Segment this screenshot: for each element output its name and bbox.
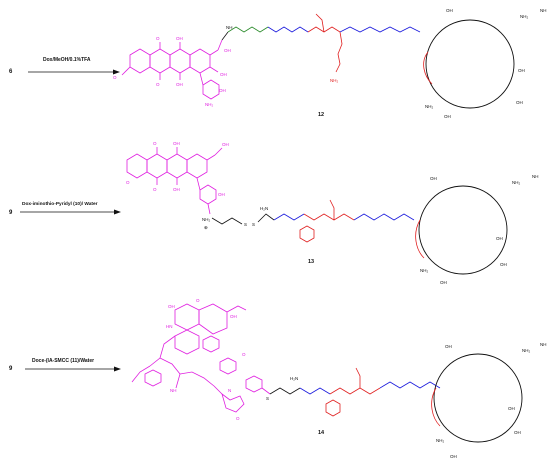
svg-text:⊕: ⊕ bbox=[204, 225, 208, 230]
svg-text:OH: OH bbox=[218, 192, 225, 197]
svg-text:NH: NH bbox=[540, 342, 547, 347]
svg-text:H₂N: H₂N bbox=[290, 376, 298, 381]
svg-text:O: O bbox=[242, 352, 246, 357]
svg-text:NH₂: NH₂ bbox=[205, 102, 213, 107]
arrowhead-icon bbox=[114, 366, 121, 372]
reaction-row-3: 9 Doce-(IA-SMCC (11)/Water OH O OH HN bbox=[9, 298, 547, 459]
reactant-label-6: 6 bbox=[9, 69, 13, 75]
svg-text:NH₂: NH₂ bbox=[425, 104, 433, 109]
svg-text:NH₂: NH₂ bbox=[420, 268, 428, 273]
svg-text:OH: OH bbox=[230, 314, 237, 319]
docetaxel-moiety bbox=[131, 303, 271, 413]
reaction-row-1: 6 Dox/MeOH/0.1%TFA O OH O OH OH OH O NH₂ bbox=[9, 8, 547, 119]
cyclic-peptide-ring bbox=[425, 19, 515, 109]
product-label-12: 12 bbox=[318, 112, 324, 118]
svg-text:O: O bbox=[153, 141, 157, 146]
svg-text:NH: NH bbox=[540, 8, 547, 13]
svg-text:OH: OH bbox=[445, 344, 452, 349]
svg-text:OH: OH bbox=[446, 8, 453, 13]
svg-text:O: O bbox=[236, 416, 240, 421]
val-cit-dipeptide bbox=[307, 26, 341, 33]
aminohexanoyl-spacer bbox=[379, 381, 441, 389]
svg-text:OH: OH bbox=[176, 82, 183, 87]
arrowhead-icon bbox=[113, 69, 120, 75]
svg-text:HN: HN bbox=[166, 324, 173, 329]
svg-text:OH: OH bbox=[500, 262, 507, 267]
svg-text:OH: OH bbox=[440, 280, 447, 285]
svg-text:S: S bbox=[266, 396, 269, 401]
smcc-linker bbox=[269, 387, 301, 395]
svg-text:NH₂: NH₂ bbox=[202, 217, 210, 222]
doxorubicin-moiety bbox=[126, 147, 223, 215]
reactant-label-9: 9 bbox=[9, 210, 13, 216]
svg-text:OH: OH bbox=[450, 454, 457, 459]
svg-text:NH₂: NH₂ bbox=[522, 348, 530, 353]
reaction-conditions-3: Doce-(IA-SMCC (11)/Water bbox=[32, 358, 94, 364]
svg-text:NH: NH bbox=[226, 25, 233, 30]
cyclic-peptide-ring bbox=[418, 185, 508, 275]
svg-text:NH: NH bbox=[170, 388, 177, 393]
svg-text:O: O bbox=[113, 75, 117, 80]
svg-text:H₂N: H₂N bbox=[260, 206, 268, 211]
gly-gly-spacer bbox=[267, 26, 309, 33]
svg-text:OH: OH bbox=[222, 142, 229, 147]
svg-text:OH: OH bbox=[496, 236, 503, 241]
svg-text:OH: OH bbox=[173, 141, 180, 146]
svg-text:N: N bbox=[228, 388, 231, 393]
glutaryl-linker bbox=[227, 26, 269, 33]
reaction-conditions-1: Dox/MeOH/0.1%TFA bbox=[43, 57, 91, 63]
cyclic-peptide-ring bbox=[433, 353, 523, 443]
dox-atom-labels: O OH O OH OH OH O NH₂ OH bbox=[113, 36, 231, 107]
svg-text:OH: OH bbox=[444, 114, 451, 119]
svg-text:OH: OH bbox=[518, 68, 525, 73]
product-label-14: 14 bbox=[318, 430, 325, 436]
svg-text:S: S bbox=[252, 222, 255, 227]
svg-text:NH: NH bbox=[532, 174, 539, 179]
svg-text:OH: OH bbox=[516, 100, 523, 105]
svg-text:OH: OH bbox=[220, 72, 227, 77]
reactant-label-9b: 9 bbox=[9, 366, 13, 372]
svg-text:OH: OH bbox=[173, 187, 180, 192]
aminohexanoyl-spacer bbox=[353, 213, 415, 221]
reaction-row-2: 9 Dox-iminothio-Pyridyl (10)/ Water O OH… bbox=[9, 141, 539, 285]
svg-text:NH₂: NH₂ bbox=[520, 14, 528, 19]
svg-text:OH: OH bbox=[224, 48, 231, 53]
gly-spacer bbox=[273, 213, 305, 221]
svg-text:NH₂: NH₂ bbox=[330, 78, 338, 83]
svg-text:OH: OH bbox=[514, 430, 521, 435]
svg-text:O: O bbox=[196, 298, 200, 303]
svg-text:O: O bbox=[156, 36, 160, 41]
svg-text:OH: OH bbox=[219, 88, 226, 93]
phe-leu-dipeptide bbox=[329, 387, 381, 395]
svg-text:O: O bbox=[156, 82, 160, 87]
gly-spacer bbox=[299, 387, 331, 395]
svg-text:O: O bbox=[153, 187, 157, 192]
svg-text:OH: OH bbox=[176, 36, 183, 41]
product-label-13: 13 bbox=[308, 259, 314, 265]
svg-text:O: O bbox=[126, 180, 130, 185]
svg-text:S: S bbox=[244, 222, 247, 227]
svg-text:NH₂: NH₂ bbox=[436, 438, 444, 443]
iminothiolane-linker bbox=[211, 217, 243, 225]
svg-text:OH: OH bbox=[168, 304, 175, 309]
arrowhead-icon bbox=[114, 209, 121, 215]
doxorubicin-moiety bbox=[121, 39, 223, 100]
svg-text:OH: OH bbox=[430, 176, 437, 181]
svg-text:NH₂: NH₂ bbox=[512, 180, 520, 185]
svg-text:OH: OH bbox=[508, 406, 515, 411]
phe-leu-dipeptide bbox=[303, 213, 355, 221]
reaction-conditions-2: Dox-iminothio-Pyridyl (10)/ Water bbox=[22, 201, 98, 207]
aminohexanoyl-spacer bbox=[339, 26, 421, 33]
